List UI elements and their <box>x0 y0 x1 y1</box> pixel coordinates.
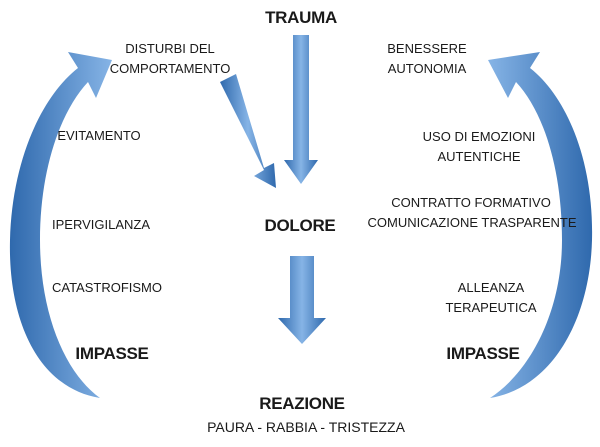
label-autonomia: AUTONOMIA <box>387 61 467 76</box>
arrow-dolore-to-reazione <box>278 256 326 344</box>
label-contratto-formativo: CONTRATTO FORMATIVO <box>391 195 551 210</box>
label-catastrofismo: CATASTROFISMO <box>51 280 163 295</box>
label-impasse-right: IMPASSE <box>446 344 520 363</box>
arrow-disturbi-to-dolore <box>220 74 276 188</box>
label-alleanza: ALLEANZA <box>457 280 525 295</box>
arrow-right-loop <box>488 52 593 398</box>
label-evitamento: EVITAMENTO <box>57 128 141 143</box>
arrow-left-loop <box>9 52 112 398</box>
label-reazione: REAZIONE <box>259 394 345 413</box>
label-reazione-emotions: PAURA - RABBIA - TRISTEZZA <box>207 419 405 435</box>
label-ipervigilanza: IPERVIGILANZA <box>51 217 151 232</box>
label-uso-emozioni-line2: AUTENTICHE <box>437 149 521 164</box>
label-impasse-left: IMPASSE <box>75 344 149 363</box>
label-benessere: BENESSERE <box>387 41 467 56</box>
label-disturbi-line2: COMPORTAMENTO <box>109 61 231 76</box>
label-trauma: TRAUMA <box>265 8 337 27</box>
label-dolore: DOLORE <box>264 216 336 235</box>
label-comunicazione-trasparente: COMUNICAZIONE TRASPARENTE <box>367 215 577 230</box>
label-disturbi-line1: DISTURBI DEL <box>125 41 215 56</box>
label-terapeutica: TERAPEUTICA <box>445 300 537 315</box>
arrow-trauma-to-dolore <box>284 35 318 184</box>
label-uso-emozioni-line1: USO DI EMOZIONI <box>422 129 536 144</box>
